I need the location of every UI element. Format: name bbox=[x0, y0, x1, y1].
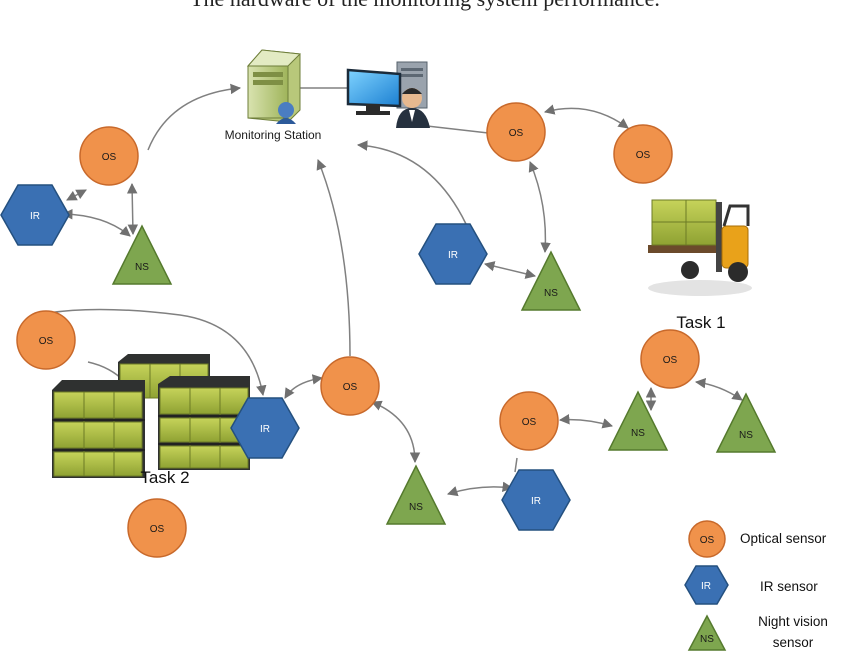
svg-text:IR: IR bbox=[260, 424, 270, 435]
night-vision-sensor-node: NS bbox=[520, 250, 582, 311]
optical-sensor-node: OS bbox=[320, 356, 380, 416]
legend: OS Optical sensor IR IR sensor NS Night … bbox=[684, 520, 828, 651]
legend-night-vision-sensor: NS Night vision sensor bbox=[687, 614, 828, 651]
svg-text:IR: IR bbox=[30, 211, 40, 222]
svg-text:NS: NS bbox=[631, 428, 645, 439]
svg-text:IR: IR bbox=[701, 581, 711, 592]
legend-ir-sensor: IR IR sensor bbox=[684, 565, 818, 605]
svg-text:OS: OS bbox=[39, 336, 54, 347]
legend-ir-label: IR sensor bbox=[760, 579, 818, 594]
optical-sensor-node: OS bbox=[486, 102, 546, 162]
svg-text:IR: IR bbox=[531, 496, 541, 507]
ir-sensor-node: IR bbox=[230, 397, 300, 459]
optical-sensor-node: OS bbox=[127, 498, 187, 558]
night-vision-sensor-node: NS bbox=[715, 392, 777, 453]
svg-text:NS: NS bbox=[409, 502, 423, 513]
svg-text:OS: OS bbox=[102, 152, 117, 163]
server-icon bbox=[246, 49, 302, 124]
svg-text:IR: IR bbox=[448, 250, 458, 261]
legend-night-vision-label-line2: sensor bbox=[773, 635, 814, 650]
svg-text:OS: OS bbox=[343, 382, 358, 393]
optical-sensor-node: OS bbox=[640, 329, 700, 389]
optical-sensor-node: OS bbox=[79, 126, 139, 186]
monitoring-station-label: Monitoring Station bbox=[225, 128, 322, 142]
svg-text:NS: NS bbox=[544, 288, 558, 299]
optical-sensor-node: OS bbox=[613, 124, 673, 184]
legend-night-vision-label-line1: Night vision bbox=[758, 614, 828, 629]
svg-text:OS: OS bbox=[700, 535, 715, 546]
svg-text:OS: OS bbox=[150, 524, 165, 535]
computer-operator-icon bbox=[346, 61, 430, 128]
task-2-label: Task 2 bbox=[140, 468, 189, 487]
figure-caption: The hardware of the monitoring system pe… bbox=[0, 0, 850, 12]
optical-sensor-node: OS bbox=[16, 310, 76, 370]
svg-text:OS: OS bbox=[509, 128, 524, 139]
legend-optical-sensor: OS Optical sensor bbox=[688, 520, 827, 558]
connections bbox=[47, 83, 743, 497]
optical-sensor-node: OS bbox=[499, 391, 559, 451]
legend-optical-label: Optical sensor bbox=[740, 531, 827, 546]
task-1-label: Task 1 bbox=[676, 313, 725, 332]
night-vision-sensor-node: NS bbox=[111, 224, 173, 285]
svg-text:NS: NS bbox=[700, 634, 714, 645]
svg-text:OS: OS bbox=[663, 355, 678, 366]
svg-text:OS: OS bbox=[522, 417, 537, 428]
svg-text:NS: NS bbox=[739, 430, 753, 441]
ir-sensor-node: IR bbox=[501, 469, 571, 531]
forklift-icon bbox=[648, 199, 752, 296]
ir-sensor-node: IR bbox=[418, 223, 488, 285]
night-vision-sensor-node: NS bbox=[385, 464, 447, 525]
warehouse-shelves-icon bbox=[52, 354, 250, 478]
svg-text:OS: OS bbox=[636, 150, 651, 161]
ir-sensor-node: IR bbox=[0, 184, 70, 246]
sensor-nodes: OS OS OS OS OS OS OS OS bbox=[0, 102, 777, 558]
svg-text:NS: NS bbox=[135, 262, 149, 273]
night-vision-sensor-node: NS bbox=[607, 390, 669, 451]
